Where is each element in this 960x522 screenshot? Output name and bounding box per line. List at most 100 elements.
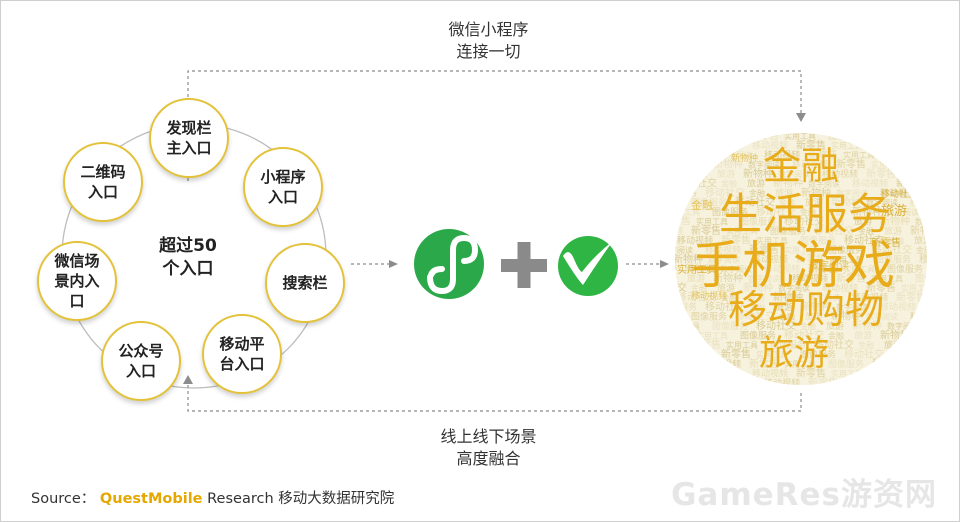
word-cloud-filler-word: 数字阅读 [661,245,693,255]
word-cloud-filler-word: 金融 [749,302,765,312]
word-cloud-filler-word: 图像服务 [740,330,776,342]
word-cloud-filler-word: 移动社交 [735,196,775,209]
entry-label: 入口 [87,183,118,201]
arrowhead-1 [389,260,398,268]
word-cloud-filler-word: 新物种 [685,376,715,389]
word-cloud-filler-word: 移动社交 [814,224,854,237]
word-cloud-big-word: 生活服务 [719,190,891,240]
word-cloud-filler-word: 移动视频 [691,290,727,302]
word-cloud-filler-word: 移动社交 [872,243,912,256]
word-cloud-filler-word: 金融 [828,331,844,341]
bottom-arrowhead [183,375,193,384]
word-cloud-filler-word: 移动社交 [919,253,959,266]
word-cloud-filler-word: 实用工具 [668,321,700,331]
word-cloud-filler-word: 实用工具 [726,340,758,350]
word-cloud-big-word: 移动购物 [728,288,884,333]
word-cloud-filler-word: 移动视频 [677,349,713,361]
word-cloud-filler-word: 移动视频 [764,263,800,275]
word-cloud-filler-word: 实用工具 [931,293,960,303]
word-cloud-filler-word: 金融 [916,359,932,369]
arrowhead-2 [660,260,669,268]
word-cloud-filler-word: 新零售 [796,253,826,266]
word-cloud-filler-word: 数字阅读 [708,255,740,265]
entry-node-mobile-platform: 移动平 台入口 [202,314,282,394]
word-cloud-filler-word: 移动视频 [822,168,858,180]
word-cloud-filler-word: 数字阅读 [633,236,665,246]
word-cloud-filler-word: 实用工具 [831,369,863,379]
plus-icon [501,242,547,288]
word-cloud-filler-word: 图像服务 [740,216,776,228]
word-cloud-filler-word: 数字阅读 [708,141,740,151]
source-credit: Source： QuestMobile Research 移动大数据研究院 [31,487,394,508]
word-cloud-filler-word: 数字阅读 [808,293,840,303]
word-cloud-filler-word: 数字阅读 [887,321,919,331]
word-cloud-filler-word: 新物种 [880,329,910,342]
source-prefix: Source： [31,491,96,507]
word-cloud-filler-word: 金融 [633,150,649,160]
word-cloud-filler-word: 移动社交 [756,319,796,332]
word-cloud-filler-word: 新零售 [749,243,779,256]
word-cloud-filler-word: 实用工具 [784,245,816,255]
word-cloud-filler-word: 旅游 [914,349,932,361]
word-cloud-filler-word: 新物种 [713,272,743,285]
word-cloud-filler-word: 新物种 [831,310,861,323]
word-cloud-filler-word: 数字阅读 [836,188,868,198]
wechat-icon [558,236,618,296]
word-cloud-filler-word: 金融 [916,131,932,141]
word-cloud-filler-word: 数字阅读 [661,131,693,141]
entry-label: 小程序 [260,168,306,186]
word-cloud-filler-word: 移动视频 [910,311,946,323]
word-cloud-filler-word: 金融 [661,274,677,284]
word-cloud-filler-word: 新零售 [896,177,926,190]
bottom-caption: 线上线下场景 高度融合 [401,426,576,470]
word-cloud-filler-word: 数字阅读 [720,264,752,274]
word-cloud-filler-word: 移动视频 [647,339,683,351]
word-cloud-filler-word: 图像服务 [691,197,727,209]
word-cloud-filler-word: 实用工具 [901,283,933,293]
word-cloud-filler-word: 实用工具 [843,150,875,160]
word-cloud-filler-word: 金融 [858,340,874,350]
word-cloud-filler-word: 实用工具 [677,263,717,276]
center-label-line: 个入口 [162,259,214,279]
entry-label: 公众号 [118,342,164,360]
word-cloud-filler-word: 新物种 [673,139,703,152]
word-cloud-filler-word: 新物种 [685,148,715,161]
word-cloud-filler-word: 新物种 [910,338,940,351]
word-cloud-filler-word: 新零售 [808,376,838,389]
word-cloud-filler-word: 图像服务 [712,206,748,218]
word-cloud-filler-word: 移动社交 [931,376,960,389]
word-cloud-filler-word: 新物种 [910,224,940,237]
word-cloud-filler-word: 实用工具 [726,226,758,236]
word-cloud-filler-word: 图像服务 [661,301,697,313]
word-cloud-big-word: 手机游戏 [691,237,895,296]
word-cloud-filler-word: 金融 [691,283,707,293]
word-cloud-filler-word: 数字阅读 [915,331,947,341]
source-brand: QuestMobile [99,491,203,507]
word-cloud-filler-word: 金融 [633,378,649,388]
word-cloud-filler-word: 移动视频 [752,140,788,152]
word-cloud-filler-word: 金融 [721,179,737,189]
word-cloud-filler-word: 图像服务 [875,140,911,152]
word-cloud-filler-word: 金融 [800,321,816,331]
word-cloud-filler-word: 旅游 [659,263,677,275]
watermark: GameRes游资网 [670,477,937,513]
word-cloud-filler-word: 移动视频 [705,244,741,256]
word-cloud-filler-word: 新物种 [940,348,960,361]
bottom-caption-line: 高度融合 [456,449,521,468]
word-cloud-filler-word: 金融 [691,198,713,212]
word-cloud-filler-word: 移动社交 [814,338,854,351]
word-cloud-filler-word: 新物种 [852,205,882,218]
word-cloud-filler-word: 新物种 [673,253,703,266]
word-cloud-filler-word: 金融 [858,226,874,236]
word-cloud-filler-word: 旅游 [826,320,844,332]
word-cloud-filler-word: 金融 [691,169,707,179]
entry-label: 搜索栏 [282,274,328,292]
word-cloud-filler-word: 新零售 [721,348,751,361]
word-cloud-filler-word: 数字阅读 [748,160,780,170]
word-cloud-filler-word: 新物种 [731,152,758,164]
word-cloud-filler-word: 旅游 [717,282,735,294]
entry-label: 微信场 [54,252,100,270]
word-cloud-filler-word: 图像服务 [633,178,669,190]
word-cloud-filler-word: 实用工具 [831,141,863,151]
